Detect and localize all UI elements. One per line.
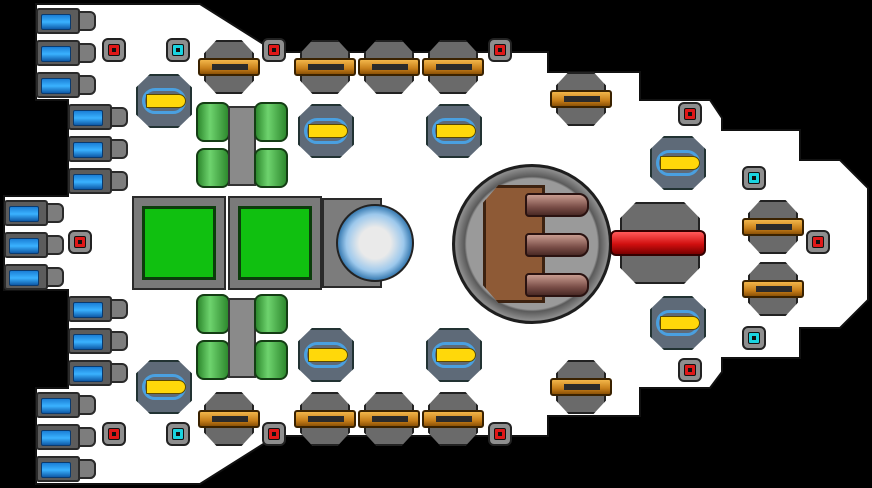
cyan-gem-icon[interactable] [742,166,766,190]
thruster-icon[interactable] [36,390,98,420]
red-gem-icon[interactable] [678,358,702,382]
thruster-icon[interactable] [36,454,98,484]
autocannon-icon[interactable] [550,72,612,126]
beam-turret-icon[interactable] [294,102,358,160]
beam-turret-icon[interactable] [294,326,358,384]
heavy-red-cannon-icon[interactable] [610,196,710,290]
cyan-gem-icon[interactable] [166,422,190,446]
red-gem-icon[interactable] [262,422,286,446]
red-gem-icon[interactable] [102,422,126,446]
autocannon-icon[interactable] [742,200,804,254]
cyan-gem-icon[interactable] [166,38,190,62]
autocannon-icon[interactable] [294,40,356,94]
autocannon-icon[interactable] [742,262,804,316]
thruster-icon[interactable] [4,198,66,228]
autocannon-icon[interactable] [198,40,260,94]
autocannon-icon[interactable] [422,392,484,446]
thruster-icon[interactable] [36,38,98,68]
thruster-icon[interactable] [36,6,98,36]
autocannon-icon[interactable] [294,392,356,446]
beam-turret-icon[interactable] [422,326,486,384]
autocannon-icon[interactable] [358,392,420,446]
generator-icon[interactable] [132,196,226,290]
red-gem-icon[interactable] [102,38,126,62]
beam-turret-icon[interactable] [422,102,486,160]
reactor-dome-icon[interactable] [322,198,416,288]
thruster-icon[interactable] [68,326,130,356]
autocannon-icon[interactable] [422,40,484,94]
thruster-icon[interactable] [68,294,130,324]
generator-icon[interactable] [228,196,322,290]
triple-barrel-turret-icon[interactable] [452,164,612,324]
cyan-gem-icon[interactable] [742,326,766,350]
engine-icon[interactable] [196,292,292,384]
autocannon-icon[interactable] [358,40,420,94]
thruster-icon[interactable] [68,166,130,196]
thruster-icon[interactable] [68,358,130,388]
thruster-icon[interactable] [68,102,130,132]
red-gem-icon[interactable] [68,230,92,254]
beam-turret-icon[interactable] [132,358,196,416]
thruster-icon[interactable] [68,134,130,164]
engine-icon[interactable] [196,100,292,192]
autocannon-icon[interactable] [198,392,260,446]
red-gem-icon[interactable] [262,38,286,62]
thruster-icon[interactable] [36,70,98,100]
thruster-icon[interactable] [36,422,98,452]
red-gem-icon[interactable] [488,422,512,446]
beam-turret-icon[interactable] [646,294,710,352]
thruster-icon[interactable] [4,262,66,292]
red-gem-icon[interactable] [806,230,830,254]
red-gem-icon[interactable] [678,102,702,126]
autocannon-icon[interactable] [550,360,612,414]
red-gem-icon[interactable] [488,38,512,62]
thruster-icon[interactable] [4,230,66,260]
beam-turret-icon[interactable] [132,72,196,130]
beam-turret-icon[interactable] [646,134,710,192]
